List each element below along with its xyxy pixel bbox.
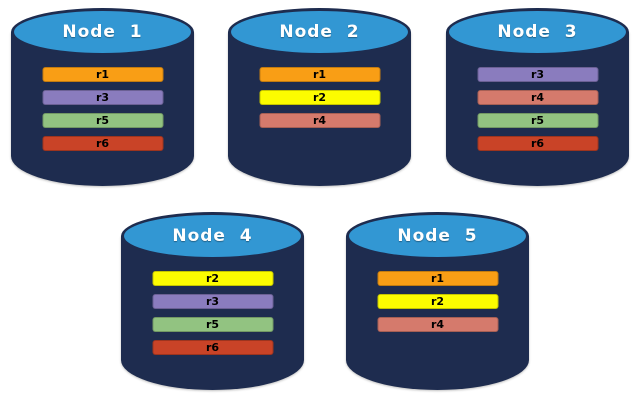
replica-bar: r5 — [42, 113, 163, 128]
database-node: Node 2 r1 r2 r4 — [228, 8, 411, 186]
replica-bar: r2 — [152, 271, 273, 286]
replica-bar: r6 — [477, 136, 598, 151]
replica-list: r1 r2 r4 — [259, 67, 380, 128]
replica-list: r2 r3 r5 r6 — [152, 271, 273, 355]
cylinder-top-ellipse: Node 3 — [446, 8, 629, 56]
replica-bar: r4 — [377, 317, 498, 332]
replica-label: r3 — [205, 295, 220, 308]
replica-label: r6 — [95, 137, 110, 150]
replica-bar: r6 — [152, 340, 273, 355]
cylinder-top-ellipse: Node 1 — [11, 8, 194, 56]
replica-label: r4 — [312, 114, 327, 127]
replica-bar: r3 — [152, 294, 273, 309]
replica-label: r2 — [205, 272, 220, 285]
cylinder-top-ellipse: Node 4 — [121, 212, 304, 260]
replica-label: r2 — [312, 91, 327, 104]
replica-label: r6 — [530, 137, 545, 150]
node-label: Node 3 — [497, 22, 578, 42]
replica-bar: r3 — [42, 90, 163, 105]
cylinder-top-ellipse: Node 5 — [346, 212, 529, 260]
cylinder-body — [121, 236, 304, 390]
database-node: Node 5 r1 r2 r4 — [346, 212, 529, 390]
replica-label: r5 — [205, 318, 220, 331]
replica-label: r5 — [530, 114, 545, 127]
replica-list: r1 r2 r4 — [377, 271, 498, 332]
database-node: Node 4 r2 r3 r5 r6 — [121, 212, 304, 390]
replica-label: r5 — [95, 114, 110, 127]
replica-label: r3 — [95, 91, 110, 104]
cylinder-top-ellipse: Node 2 — [228, 8, 411, 56]
replica-bar: r1 — [42, 67, 163, 82]
replica-bar: r6 — [42, 136, 163, 151]
replica-list: r3 r4 r5 r6 — [477, 67, 598, 151]
replica-bar: r3 — [477, 67, 598, 82]
replica-bar: r4 — [477, 90, 598, 105]
replica-bar: r5 — [152, 317, 273, 332]
replica-bar: r2 — [377, 294, 498, 309]
cylinder-body — [228, 32, 411, 186]
node-label: Node 4 — [172, 226, 253, 246]
replica-label: r4 — [530, 91, 545, 104]
replica-label: r1 — [95, 68, 110, 81]
cylinder-body — [11, 32, 194, 186]
database-node: Node 1 r1 r3 r5 r6 — [11, 8, 194, 186]
node-label: Node 2 — [279, 22, 360, 42]
replica-label: r6 — [205, 341, 220, 354]
replica-label: r3 — [530, 68, 545, 81]
replica-label: r4 — [430, 318, 445, 331]
replica-bar: r1 — [377, 271, 498, 286]
replica-bar: r1 — [259, 67, 380, 82]
replica-bar: r5 — [477, 113, 598, 128]
replica-list: r1 r3 r5 r6 — [42, 67, 163, 151]
replica-bar: r2 — [259, 90, 380, 105]
cylinder-body — [446, 32, 629, 186]
replica-bar: r4 — [259, 113, 380, 128]
replica-label: r2 — [430, 295, 445, 308]
replica-label: r1 — [312, 68, 327, 81]
node-label: Node 5 — [397, 226, 478, 246]
cylinder-body — [346, 236, 529, 390]
database-node: Node 3 r3 r4 r5 r6 — [446, 8, 629, 186]
replica-label: r1 — [430, 272, 445, 285]
node-label: Node 1 — [62, 22, 143, 42]
